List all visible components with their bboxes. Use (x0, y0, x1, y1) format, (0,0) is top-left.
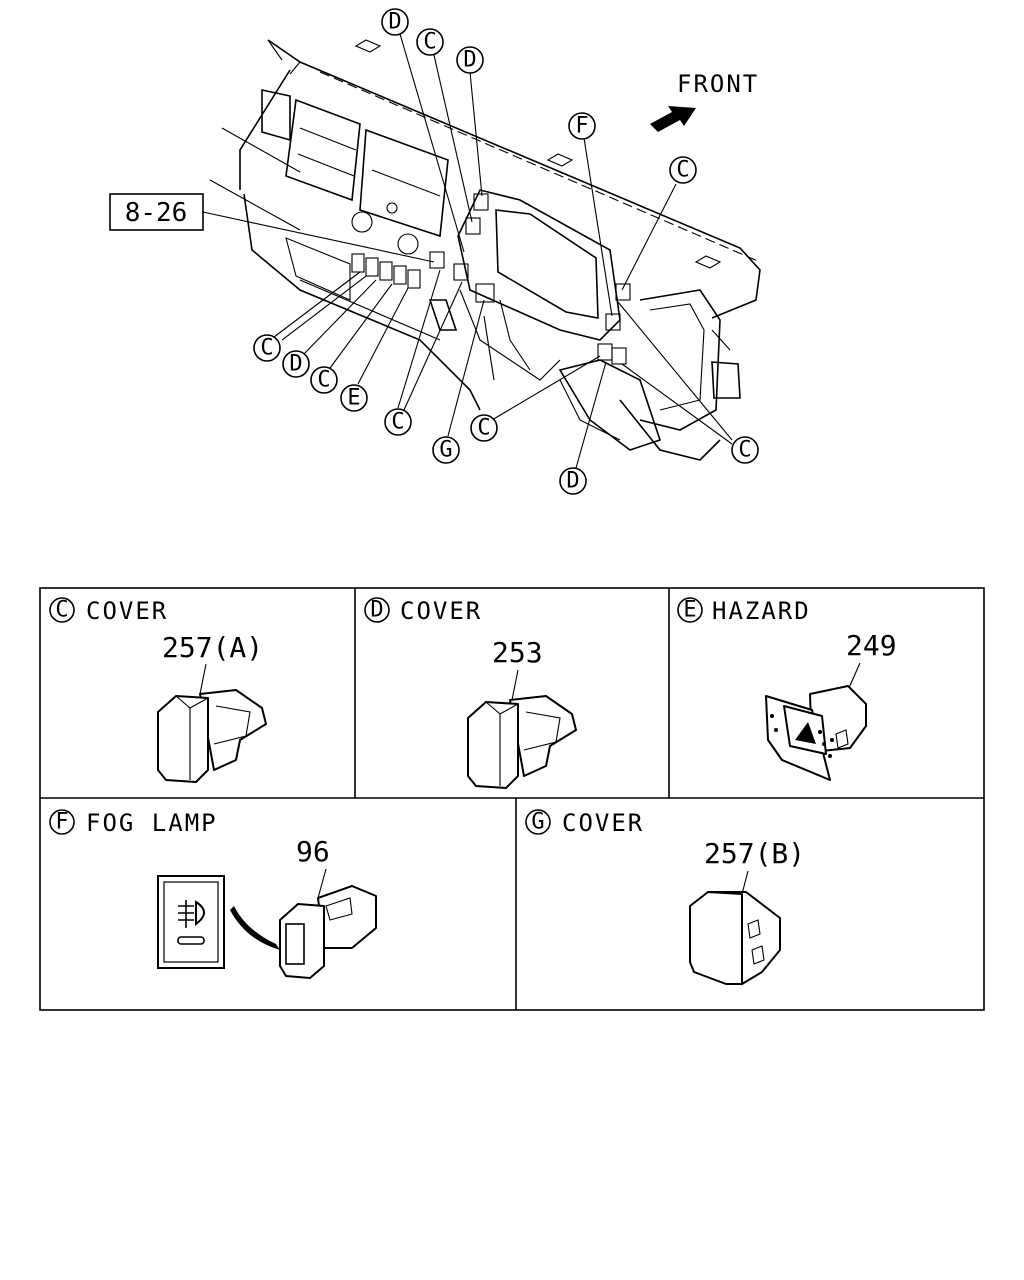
table-border (39, 587, 985, 1011)
switch-cover-g-drawing (689, 891, 781, 985)
fog-lamp-icon (178, 900, 205, 928)
callout-right-d: D (559, 467, 587, 495)
panel-d-part-number: 253 (492, 636, 543, 669)
svg-text:D: D (566, 469, 579, 494)
svg-text:C: C (676, 158, 689, 183)
panel-g-letter: G (525, 809, 551, 835)
svg-text:C: C (260, 336, 273, 361)
svg-text:C: C (391, 410, 404, 435)
front-arrow-icon (650, 106, 696, 132)
svg-text:G: G (439, 438, 452, 463)
switch-cover-d-drawing (467, 695, 577, 789)
callout-bl-e: E (340, 384, 368, 412)
dashboard-illustration (209, 39, 761, 461)
callout-bottom-c: C (384, 408, 412, 436)
callout-right-c-low: C (470, 414, 498, 442)
panel-c-name: COVER (86, 597, 168, 625)
svg-text:C: C (317, 368, 330, 393)
panel-f-letter: F (49, 809, 75, 835)
panel-c-letter: C (49, 597, 75, 623)
callout-bottom-g: G (432, 436, 460, 464)
hazard-switch-drawing (765, 685, 867, 781)
callout-top-d2: D (456, 46, 484, 74)
front-label: FRONT (677, 70, 759, 98)
figure-reference: 8-26 (109, 193, 435, 263)
svg-text:C: C (738, 438, 751, 463)
callout-bl-c2: C (310, 366, 338, 394)
svg-text:F: F (575, 114, 588, 139)
panel-cover-g: G COVER 257(B) (525, 809, 805, 985)
svg-text:F: F (55, 810, 68, 835)
panel-e-part-number: 249 (846, 629, 897, 662)
panel-g-name: COVER (562, 809, 644, 837)
callout-c-right-top: C (669, 156, 697, 184)
panel-c-part-number: 257(A) (162, 631, 263, 664)
svg-text:C: C (55, 598, 68, 623)
panel-f-name: FOG LAMP (86, 809, 218, 837)
parts-table (39, 587, 985, 1011)
panel-cover-d: D COVER 253 (364, 597, 577, 789)
panel-d-name: COVER (400, 597, 482, 625)
svg-text:C: C (477, 416, 490, 441)
callout-bl-d: D (282, 350, 310, 378)
front-arrow: FRONT (650, 70, 759, 132)
fog-lamp-indicator-icon (177, 936, 205, 945)
callout-bubbles: D C D F C C D C E C G C C D (253, 8, 759, 495)
fog-lamp-switch-face (157, 875, 225, 969)
callout-top-d1: D (381, 8, 409, 36)
svg-text:C: C (423, 30, 436, 55)
callout-f-top: F (568, 112, 596, 140)
panel-e-letter: E (677, 597, 703, 623)
svg-text:D: D (388, 10, 401, 35)
arrow-icon (230, 906, 280, 950)
panel-d-letter: D (364, 597, 390, 623)
panel-hazard-e: E HAZARD 249 (677, 597, 897, 781)
panel-fog-lamp-f: F FOG LAMP 96 (49, 809, 377, 979)
svg-text:E: E (347, 386, 360, 411)
leader-lines (269, 33, 733, 469)
callout-right-c-big: C (731, 436, 759, 464)
panel-g-part-number: 257(B) (704, 837, 805, 870)
fog-lamp-switch-drawing (279, 885, 377, 979)
svg-text:D: D (370, 598, 383, 623)
callout-top-c1: C (416, 28, 444, 56)
switch-cover-c-drawing (157, 689, 267, 783)
svg-text:G: G (531, 810, 544, 835)
svg-text:E: E (683, 598, 696, 623)
figure-ref-box (109, 193, 204, 231)
svg-text:D: D (289, 352, 302, 377)
panel-e-name: HAZARD (712, 597, 811, 625)
figure-ref-label: 8-26 (125, 198, 188, 228)
panel-f-part-number: 96 (296, 835, 330, 868)
svg-text:D: D (463, 48, 476, 73)
callout-bl-c: C (253, 334, 281, 362)
panel-cover-c: C COVER 257(A) (49, 597, 267, 783)
